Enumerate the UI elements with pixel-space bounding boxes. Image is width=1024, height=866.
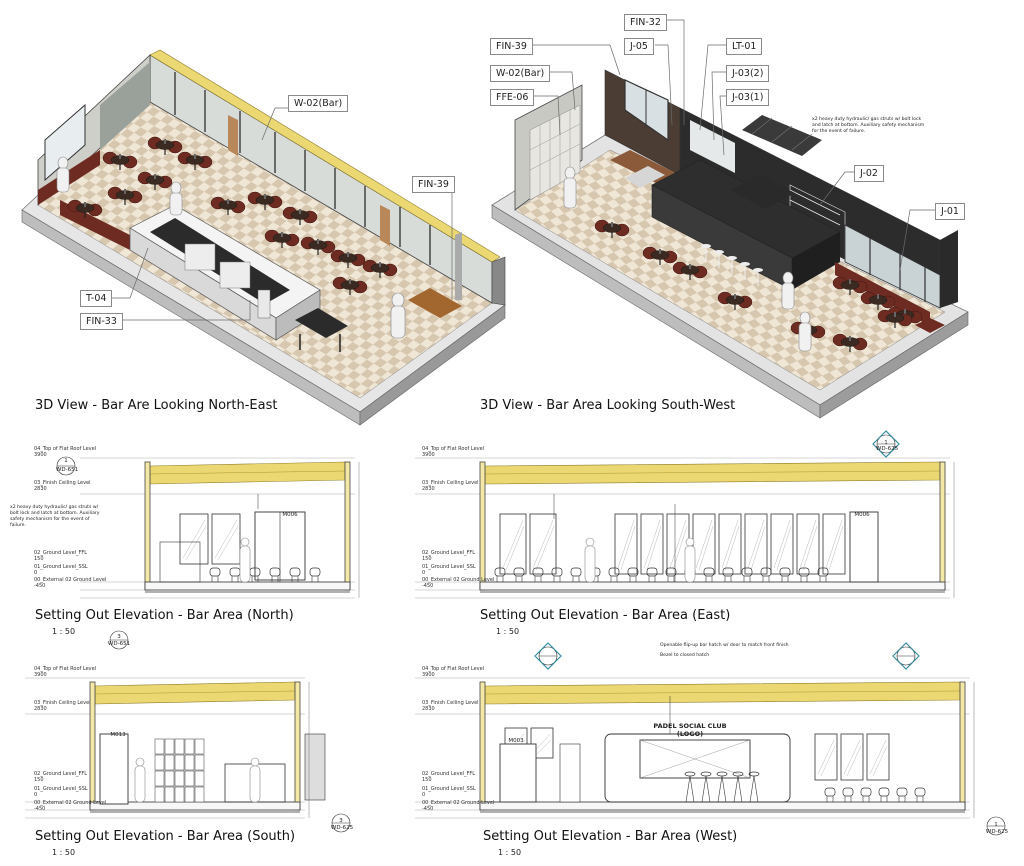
tag-ffe06: FFE-06 (490, 89, 535, 106)
sw-stools (705, 248, 759, 286)
north-level-ceiling: 03_Finish Ceiling Level (34, 480, 91, 486)
south-level-ffl: 02_Ground Level_FFL (34, 771, 88, 777)
west-level-ceiling: 03_Finish Ceiling Level (422, 700, 479, 706)
elev-title-south: Setting Out Elevation - Bar Area (South) (35, 829, 296, 844)
west-logo-label: PADEL SOCIAL CLUB (LOGO) (653, 722, 727, 738)
note-flip-up-hatch: Openable flip-up bar hatch w/ door to ma… (660, 643, 789, 648)
south-level-roof: 04_Top of Flat Roof Level (34, 666, 97, 672)
east-level-ffl: 02_Ground Level_FFL (422, 550, 476, 556)
west-door-tag: M003 (508, 738, 524, 744)
east-level-ext: 00_External 02 Ground Level (422, 577, 495, 583)
east-door-tag: M006 (854, 512, 870, 518)
east-ref-number: 1 (884, 440, 888, 446)
tag-fin33: FIN-33 (80, 313, 123, 330)
tag-j03-2: J-03(2) (726, 65, 770, 82)
west-level-ffl: 02_Ground Level_FFL (422, 771, 476, 777)
view-title-ne: 3D View - Bar Are Looking North-East (35, 398, 278, 413)
north-level-ext-val: -450 (34, 583, 46, 589)
tag-t04: T-04 (80, 290, 113, 307)
east-level-roof-val: 3900 (422, 452, 435, 458)
elev-title-east: Setting Out Elevation - Bar Area (East) (480, 608, 731, 623)
ne-leaders (110, 107, 453, 321)
east-level-ffl-val: 150 (422, 556, 432, 562)
west-ref-sheet: WD-625 (985, 829, 1009, 835)
north-level-ssl-val: 0 (34, 570, 38, 576)
south-level-ext-val: -450 (34, 806, 46, 812)
west-level-ssl: 01_Ground Level_SSL (422, 786, 476, 792)
tag-j02: J-02 (854, 165, 884, 182)
north-level-ceiling-val: 2830 (34, 486, 47, 492)
south-level-ext: 00_External 02 Ground Level (34, 800, 107, 806)
note-bezel: Bezel to closed hatch (660, 653, 710, 658)
tag-j03-1: J-03(1) (726, 89, 770, 106)
tag-fin32: FIN-32 (624, 14, 667, 31)
view-title-sw: 3D View - Bar Area Looking South-West (480, 398, 736, 413)
west-level-roof-val: 3900 (422, 672, 435, 678)
tag-w02-bar-sw: W-02(Bar) (490, 65, 551, 82)
tag-j01: J-01 (935, 203, 965, 220)
ne-bar-counter (129, 204, 348, 352)
south-ref2-number: 3 (339, 818, 343, 824)
north-level-roof: 04_Top of Flat Roof Level (34, 446, 97, 452)
west-level-ext-val: -450 (422, 806, 434, 812)
ne-figures (56, 156, 406, 339)
south-level-ceiling-val: 2830 (34, 706, 47, 712)
south-level-ffl-val: 150 (34, 777, 44, 783)
tag-fin39-sw: FIN-39 (490, 38, 533, 55)
ne-furniture (67, 136, 398, 295)
south-level-ssl-val: 0 (34, 792, 38, 798)
tag-j05: J-05 (624, 38, 654, 55)
west-level-ceiling-val: 2830 (422, 706, 435, 712)
elev-scale-south: 1 : 50 (52, 848, 76, 857)
north-door-tag: M006 (282, 512, 298, 518)
east-ref-sheet: WD-625 (875, 446, 899, 452)
east-level-ext-val: -450 (422, 583, 434, 589)
south-ref2-sheet: WD-625 (330, 825, 354, 831)
north-level-ssl: 01_Ground Level_SSL (34, 564, 88, 570)
elev-scale-north: 1 : 50 (52, 627, 76, 636)
east-level-roof: 04_Top of Flat Roof Level (422, 446, 485, 452)
note-hatch-struts-north: x2 heavy duty hydraulic/ gas struts w/ b… (10, 505, 100, 528)
elev-title-north: Setting Out Elevation - Bar Area (North) (35, 608, 294, 623)
east-level-ssl: 01_Ground Level_SSL (422, 564, 476, 570)
north-ref-number: 1 (64, 458, 68, 464)
east-level-ceiling-val: 2830 (422, 486, 435, 492)
north-level-ffl-val: 150 (34, 556, 44, 562)
south-ref-number: 3 (117, 634, 121, 640)
west-level-ssl-val: 0 (422, 792, 426, 798)
sw-furniture (594, 219, 923, 352)
south-level-roof-val: 3900 (34, 672, 47, 678)
east-level-ssl-val: 0 (422, 570, 426, 576)
tag-fin39-ne: FIN-39 (412, 176, 455, 193)
west-ref-number: 1 (994, 822, 998, 828)
elev-scale-east: 1 : 50 (496, 627, 520, 636)
north-ref-sheet: WD-651 (55, 467, 79, 473)
north-level-ffl: 02_Ground Level_FFL (34, 550, 88, 556)
south-level-ceiling: 03_Finish Ceiling Level (34, 700, 91, 706)
tag-w02-bar-ne: W-02(Bar) (288, 95, 349, 112)
sw-figures (563, 166, 812, 352)
south-ref-sheet: WD-651 (107, 641, 131, 647)
west-level-roof: 04_Top of Flat Roof Level (422, 666, 485, 672)
west-level-ext: 00_External 02 Ground Level (422, 800, 495, 806)
note-hatch-struts-sw: x2 heavy duty hydraulic/ gas struts w/ b… (812, 117, 925, 134)
west-level-ffl-val: 150 (422, 777, 432, 783)
south-door-tag: M013 (110, 732, 126, 738)
tag-lt01: LT-01 (726, 38, 763, 55)
south-level-ssl: 01_Ground Level_SSL (34, 786, 88, 792)
north-level-ext: 00_External 02 Ground Level (34, 577, 107, 583)
north-level-roof-val: 3900 (34, 452, 47, 458)
elev-title-west: Setting Out Elevation - Bar Area (West) (483, 829, 738, 844)
elev-scale-west: 1 : 50 (498, 848, 522, 857)
east-level-ceiling: 03_Finish Ceiling Level (422, 480, 479, 486)
